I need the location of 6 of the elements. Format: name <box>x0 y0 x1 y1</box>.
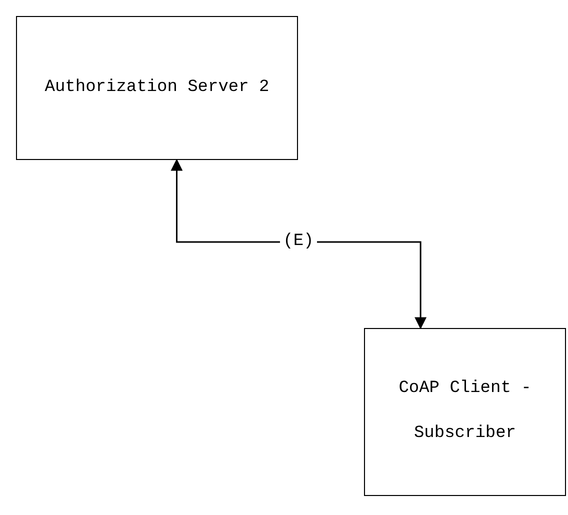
process-box <box>16 16 298 160</box>
arrow <box>170 158 427 330</box>
process-box <box>364 328 566 496</box>
node-label: Subscriber <box>414 423 516 445</box>
node-label: CoAP Client - <box>398 378 532 400</box>
node-label: Authorization Server 2 <box>44 76 270 99</box>
